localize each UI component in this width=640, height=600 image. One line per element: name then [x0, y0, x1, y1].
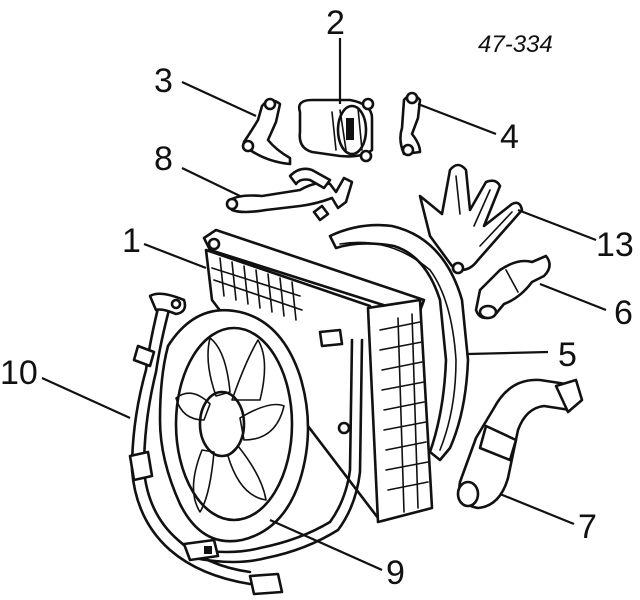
leader-lines: [41, 38, 607, 572]
callout-8: 8: [154, 140, 173, 178]
callout-10: 10: [0, 354, 38, 392]
part-13-clip: [418, 163, 524, 275]
part-3-bracket: [241, 97, 292, 166]
part-2-thermostat-housing: [297, 97, 375, 163]
part-4-bracket: [399, 91, 422, 157]
part-10-overflow-hose: [128, 292, 252, 586]
part-9-electric-fan: [158, 308, 364, 596]
part-5-fan-shroud: [328, 223, 470, 462]
callout-labels: 2 3 4 8 1 13 6 5 10 7 9: [0, 4, 634, 592]
callout-6: 6: [614, 294, 633, 332]
callout-5: 5: [558, 336, 577, 374]
part-8-hose-pipe: [225, 167, 354, 222]
callout-9: 9: [386, 554, 405, 592]
callout-2: 2: [326, 4, 345, 42]
callout-4: 4: [500, 118, 519, 156]
callout-7: 7: [578, 508, 597, 546]
callout-13: 13: [596, 226, 634, 264]
callout-3: 3: [154, 62, 173, 100]
part-6-hose-connector: [474, 254, 551, 320]
callout-1: 1: [122, 222, 141, 260]
part-7-lower-hose: [456, 378, 584, 510]
reference-number: 47-334: [478, 31, 553, 58]
